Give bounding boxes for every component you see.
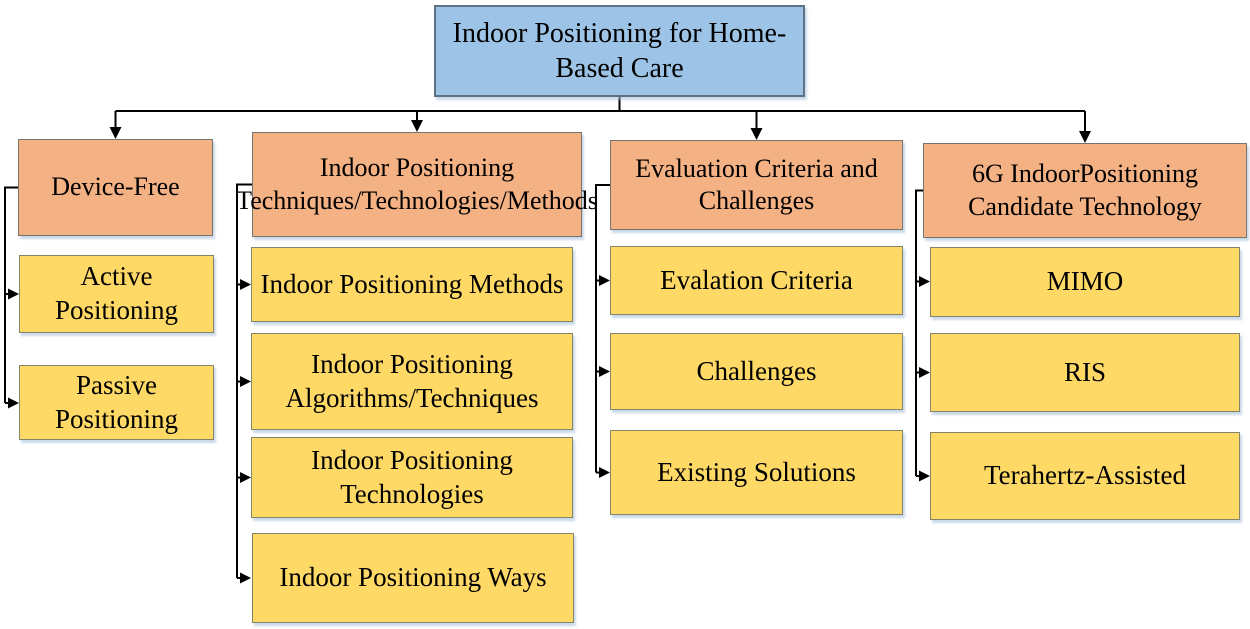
tree-trunk-connector	[109, 96, 1091, 143]
branch-node-6g: 6G IndoorPositioning Candidate Technolog…	[923, 143, 1247, 238]
branch-node-techniques: Indoor Positioning Techniques/Technologi…	[236, 132, 598, 237]
leaf-node-ip-ways: Indoor Positioning Ways	[252, 533, 574, 623]
leaf-node-existing-solutions: Existing Solutions	[610, 430, 903, 515]
branch-connector-6g	[915, 189, 930, 482]
leaf-node-mimo: MIMO	[930, 247, 1240, 317]
leaf-node-passive-positioning: Passive Positioning	[19, 365, 214, 440]
root-node: Indoor Positioning for Home-Based Care	[434, 5, 805, 97]
leaf-node-evalation-criteria: Evalation Criteria	[610, 246, 903, 315]
leaf-node-ip-methods: Indoor Positioning Methods	[251, 247, 573, 322]
leaf-node-terahertz: Terahertz-Assisted	[930, 432, 1240, 520]
branch-node-device-free: Device-Free	[18, 139, 213, 236]
branch-connector-device-free	[4, 186, 19, 409]
branch-connector-evaluation	[595, 184, 610, 478]
leaf-node-ip-technologies: Indoor Positioning Technologies	[251, 437, 573, 518]
leaf-node-ris: RIS	[930, 333, 1240, 412]
leaf-node-active-positioning: Active Positioning	[19, 255, 214, 333]
leaf-node-ip-algorithms: Indoor Positioning Algorithms/Techniques	[251, 333, 573, 430]
leaf-node-challenges: Challenges	[610, 333, 903, 410]
branch-node-evaluation: Evaluation Criteria and Challenges	[610, 140, 903, 230]
branch-connector-techniques	[236, 183, 252, 584]
